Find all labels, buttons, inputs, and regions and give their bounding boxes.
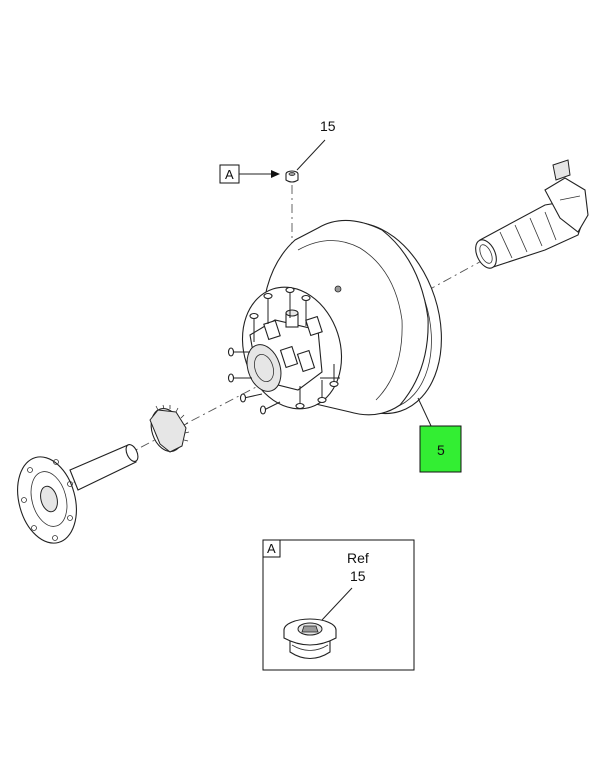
detail-leader-line [321,587,353,621]
detail-letter: A [267,541,276,556]
hub-drum-assembly [241,219,442,416]
view-ref-letter: A [225,167,234,182]
tone-ring [149,404,190,453]
detail-ref-label: Ref [347,550,369,566]
detail-plug-drawing [283,618,337,660]
highlighted-callout-5[interactable]: 5 [419,425,462,473]
leader-line-15 [296,139,326,171]
detail-callout-number: 15 [350,568,366,584]
detail-view-a: A Ref 15 [262,539,415,671]
spindle [475,159,589,269]
callout-number-5: 5 [437,442,445,458]
arrow-right-icon [271,170,280,178]
leader-line-5 [417,397,433,429]
view-reference-a: A [219,164,280,184]
plug-part-15 [285,170,299,183]
wheel-studs [227,286,340,415]
callout-number-15: 15 [320,118,336,134]
axle-shaft [17,444,139,544]
